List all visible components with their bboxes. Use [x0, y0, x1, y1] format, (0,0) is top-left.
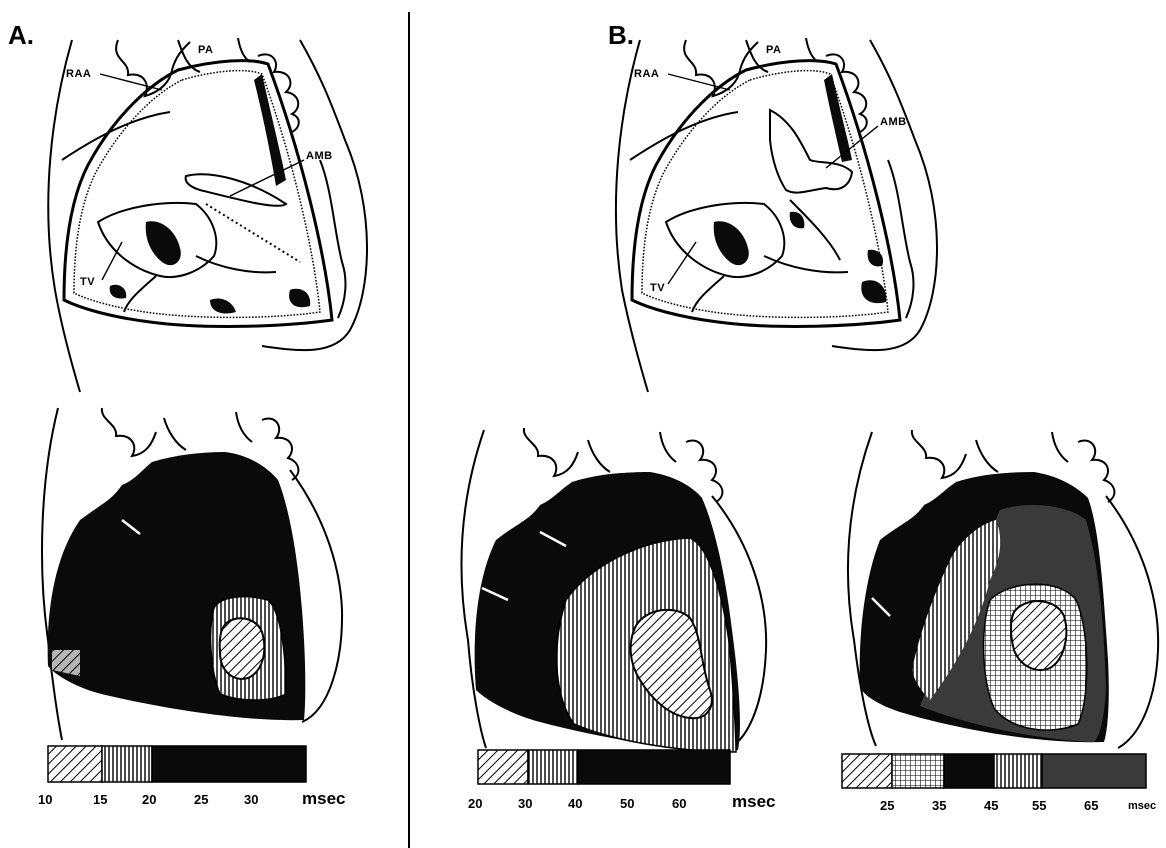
- panel-b-label-pa: PA: [766, 44, 781, 56]
- legend-b-right-tick: 65: [1084, 798, 1098, 813]
- panel-b-label-amb: AMB: [880, 116, 907, 128]
- legend-b-left-tick: 30: [518, 796, 532, 811]
- legend-b-left-tick: 60: [672, 796, 686, 811]
- panel-a-label-tv: TV: [80, 276, 95, 288]
- legend-b-left-tick: 40: [568, 796, 582, 811]
- legend-b-right-tick: 35: [932, 798, 946, 813]
- legend-a-tick: 20: [142, 792, 156, 807]
- map-b-right-earliest-zone: [1011, 601, 1066, 670]
- panel-b-letter: B.: [608, 20, 634, 51]
- legend-a-bar: [48, 746, 306, 782]
- panel-a-trabeculae: [110, 74, 311, 314]
- legend-b-right-tick: 45: [984, 798, 998, 813]
- legend-b-right-tick: 55: [1032, 798, 1046, 813]
- legend-a-tick: 25: [194, 792, 208, 807]
- legend-b-right-tick: 25: [880, 798, 894, 813]
- legend-b-left-bar: [478, 750, 730, 784]
- legend-a-tick: 10: [38, 792, 52, 807]
- panel-b-label-raa: RAA: [634, 68, 659, 80]
- legend-a-unit: msec: [302, 789, 345, 809]
- legend-b-right-unit: msec: [1128, 800, 1156, 812]
- leader-lines: [100, 74, 878, 284]
- legend-b-left-tick: 20: [468, 796, 482, 811]
- panel-b-label-tv: TV: [650, 282, 665, 294]
- panel-a-label-raa: RAA: [66, 68, 91, 80]
- legend-b-left-tick: 50: [620, 796, 634, 811]
- panel-b-anatomy: [616, 38, 937, 392]
- legend-a-tick: 30: [244, 792, 258, 807]
- legend-a-tick: 15: [93, 792, 107, 807]
- map-a-earliest-zone: [220, 618, 265, 679]
- legend-b-left-unit: msec: [732, 792, 775, 812]
- panel-a-label-amb: AMB: [306, 150, 333, 162]
- legend-b-right-bar: [842, 754, 1146, 788]
- panel-a-letter: A.: [8, 20, 34, 51]
- panel-a-anatomy: [48, 38, 367, 392]
- panel-a-label-pa: PA: [198, 44, 213, 56]
